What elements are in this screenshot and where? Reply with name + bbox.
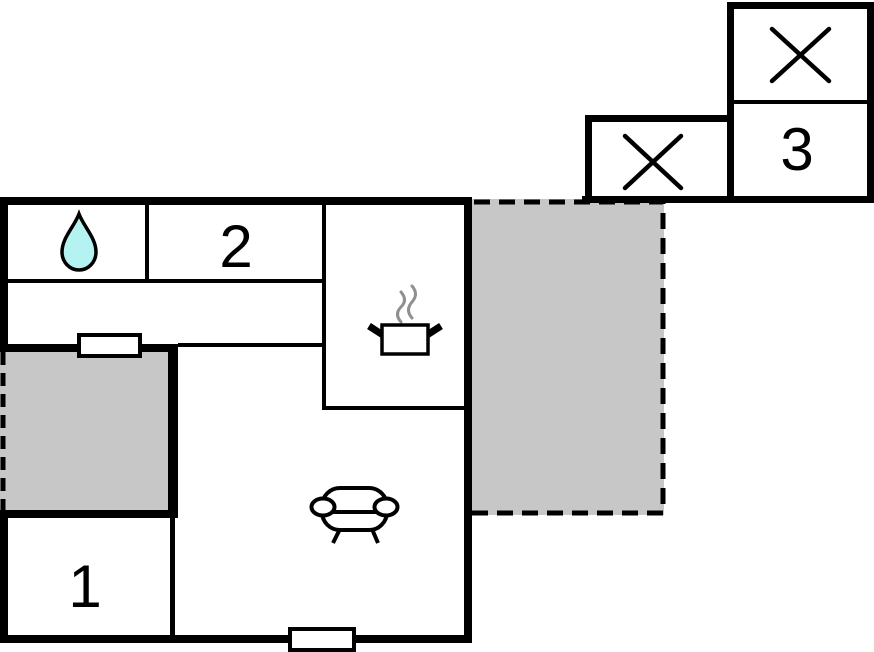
partition-kitchen-left (322, 202, 326, 410)
partition-bathroom-bedroom2 (145, 202, 149, 283)
x-mark-icon (622, 133, 684, 191)
x-mark-stroke (769, 26, 832, 84)
door-bottom (288, 627, 356, 652)
annex-3-label: 3 (780, 116, 813, 183)
annex-lower-wall-left (585, 115, 592, 203)
bedroom-2-label: 2 (219, 213, 252, 280)
x-mark-icon (769, 26, 832, 84)
annex-wall-right (867, 2, 874, 203)
terrace-right-fill (472, 199, 664, 515)
annex-lower-wall-top (585, 115, 734, 122)
water-drop-icon (60, 209, 98, 272)
annex-walls (582, 2, 874, 203)
partition-bedroom1-right (170, 518, 175, 635)
terrace-left (0, 352, 168, 512)
annex-divider (734, 100, 867, 104)
partition-hall-living (178, 343, 326, 347)
partition-kitchen-bottom (322, 406, 464, 410)
partition-bathroom-bottom (8, 279, 326, 283)
wall-right (464, 197, 472, 643)
steam-icon (407, 284, 417, 320)
terrace-left-wall-right (168, 344, 178, 518)
bedroom-1-label: 1 (68, 553, 101, 620)
steam-icon (396, 290, 406, 324)
sofa-icon (309, 486, 400, 544)
wall-bottom (0, 635, 472, 643)
stove-pot-icon (367, 284, 443, 356)
terrace-right (472, 199, 666, 516)
sofa-armrest-right (372, 496, 400, 518)
wall-left-lower (0, 512, 8, 643)
annex-wall-middle-vertical (727, 2, 734, 203)
sofa-armrest-left (309, 496, 337, 518)
pot-body (380, 323, 430, 356)
annex-wall-bottom (582, 196, 874, 203)
wall-left-upper (0, 197, 8, 352)
x-mark-stroke (622, 133, 684, 191)
wall-top (0, 197, 472, 205)
terrace-left-wall-bottom (0, 510, 178, 518)
window-terrace-left (77, 333, 142, 358)
terrace-left-fill (0, 352, 168, 510)
annex-wall-top (727, 2, 874, 9)
